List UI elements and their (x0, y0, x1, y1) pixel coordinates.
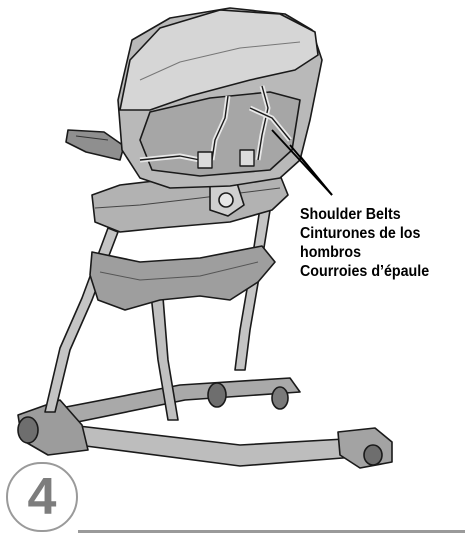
step-divider-line (78, 530, 465, 533)
callout-line-french: Courroies d’épaule (300, 262, 452, 281)
chair-base (18, 378, 392, 468)
callout-line-spanish-2: hombros (300, 243, 452, 262)
callout-line-spanish-1: Cinturones de los (300, 224, 452, 243)
shoulder-belts-callout: Shoulder Belts Cinturones de los hombros… (300, 205, 452, 281)
callout-line-english: Shoulder Belts (300, 205, 452, 224)
step-number: 4 (6, 462, 78, 532)
